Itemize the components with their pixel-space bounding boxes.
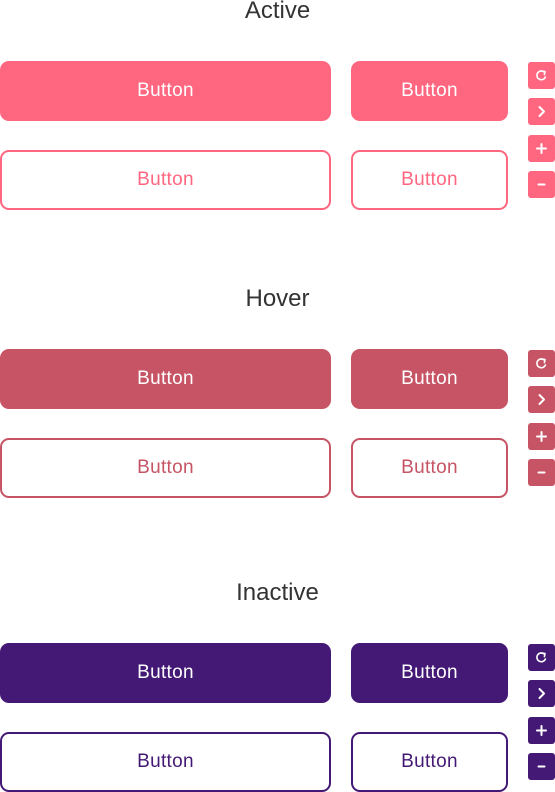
chevron-right-icon[interactable] xyxy=(528,386,555,413)
refresh-icon[interactable] xyxy=(528,644,555,671)
outline-wide-button-hover[interactable]: Button xyxy=(0,438,331,498)
outline-wide-button-active[interactable]: Button xyxy=(0,150,331,210)
refresh-icon[interactable] xyxy=(528,62,555,89)
plus-icon[interactable] xyxy=(528,423,555,450)
plus-icon[interactable] xyxy=(528,135,555,162)
outline-narrow-button-active[interactable]: Button xyxy=(351,150,508,210)
filled-wide-button-hover[interactable]: Button xyxy=(0,349,331,409)
chevron-right-icon[interactable] xyxy=(528,98,555,125)
filled-narrow-button-active[interactable]: Button xyxy=(351,61,508,121)
outline-narrow-button-inactive[interactable]: Button xyxy=(351,732,508,792)
minus-icon[interactable] xyxy=(528,753,555,780)
section-title-hover: Hover xyxy=(245,285,310,312)
filled-wide-button-inactive[interactable]: Button xyxy=(0,643,331,703)
filled-wide-button-active[interactable]: Button xyxy=(0,61,331,121)
filled-narrow-button-inactive[interactable]: Button xyxy=(351,643,508,703)
outline-wide-button-inactive[interactable]: Button xyxy=(0,732,331,792)
filled-narrow-button-hover[interactable]: Button xyxy=(351,349,508,409)
minus-icon[interactable] xyxy=(528,459,555,486)
outline-narrow-button-hover[interactable]: Button xyxy=(351,438,508,498)
chevron-right-icon[interactable] xyxy=(528,680,555,707)
section-title-inactive: Inactive xyxy=(236,579,319,606)
minus-icon[interactable] xyxy=(528,171,555,198)
section-title-active: Active xyxy=(244,0,311,24)
refresh-icon[interactable] xyxy=(528,350,555,377)
plus-icon[interactable] xyxy=(528,717,555,744)
